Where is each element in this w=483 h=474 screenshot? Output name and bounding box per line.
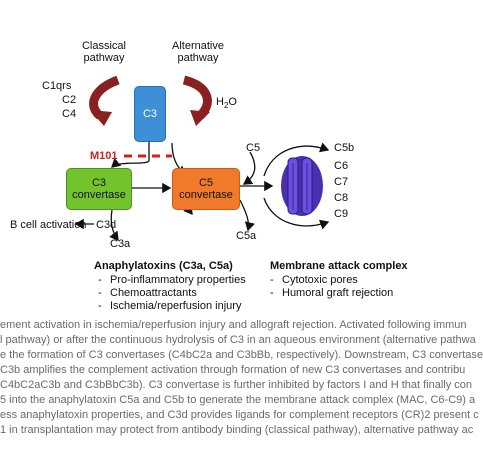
h2o-label: H2O bbox=[216, 96, 237, 111]
pathway-arrows bbox=[74, 75, 330, 242]
m101-label: M101 bbox=[90, 150, 118, 162]
c3-box: C3 bbox=[134, 86, 166, 142]
mac-component-c7: C7 bbox=[334, 176, 349, 188]
caption-line: 5 into the anaphylatoxin C5a and C5b to … bbox=[0, 394, 476, 406]
caption-line: l pathway) or after the continuous hydro… bbox=[0, 334, 476, 346]
caption-line: ement activation in ischemia/reperfusion… bbox=[0, 319, 467, 331]
complement-pathway-figure: Classical pathway Alternative pathway C1… bbox=[0, 0, 474, 310]
classical-arrowhead-icon bbox=[90, 110, 112, 126]
c3d-label: C3d bbox=[96, 219, 117, 231]
c1qrs-label: C1qrs bbox=[42, 80, 72, 92]
mac-component-c5b: C5b bbox=[334, 142, 355, 154]
figure-caption: ement activation in ischemia/reperfusion… bbox=[0, 318, 483, 474]
anaphylatoxins-heading: Anaphylatoxins (C3a, C5a) bbox=[94, 260, 233, 272]
caption-line: C3b amplifies the complement activation … bbox=[0, 364, 466, 376]
caption-line: 1 in transplantation may protect from an… bbox=[0, 424, 474, 436]
mac-component-c9: C9 bbox=[334, 208, 349, 220]
caption-line: ess anaphylatoxin properties, and C3d pr… bbox=[0, 409, 479, 421]
list-item: Ischemia/reperfusion injury bbox=[98, 300, 246, 313]
c5a-label: C5a bbox=[236, 230, 257, 242]
c3a-label: C3a bbox=[110, 238, 131, 250]
list-item: Pro-inflammatory properties bbox=[98, 274, 246, 287]
list-item: Chemoattractants bbox=[98, 287, 246, 300]
alternative-arrowhead-icon bbox=[190, 110, 210, 126]
caption-line: e the formation of C3 convertases (C4bC2… bbox=[0, 349, 483, 361]
b-cell-activation-label: B cell activation bbox=[10, 219, 87, 231]
mac-component-c6: C6 bbox=[334, 160, 349, 172]
caption-line: C4bC2aC3b and C3bBbC3b). C3 convertase i… bbox=[0, 379, 473, 391]
c4-label: C4 bbox=[62, 108, 77, 120]
c5-input-label: C5 bbox=[246, 142, 261, 154]
membrane-attack-complex-icon bbox=[281, 156, 323, 216]
alternative-pathway-label: Alternative pathway bbox=[172, 40, 224, 64]
mac-component-c8: C8 bbox=[334, 192, 349, 204]
mac-heading: Membrane attack complex bbox=[270, 260, 408, 272]
list-item: Cytotoxic pores bbox=[270, 274, 393, 287]
c5-convertase-box: C5 convertase bbox=[172, 168, 240, 210]
anaphylatoxins-list: Pro-inflammatory properties Chemoattract… bbox=[98, 274, 246, 313]
classical-pathway-arrow bbox=[89, 75, 120, 120]
c3-convertase-box: C3 convertase bbox=[66, 168, 132, 210]
list-item: Humoral graft rejection bbox=[270, 287, 393, 300]
classical-pathway-label: Classical pathway bbox=[81, 40, 126, 64]
c2-label: C2 bbox=[62, 94, 77, 106]
mac-list: Cytotoxic pores Humoral graft rejection bbox=[270, 274, 393, 300]
